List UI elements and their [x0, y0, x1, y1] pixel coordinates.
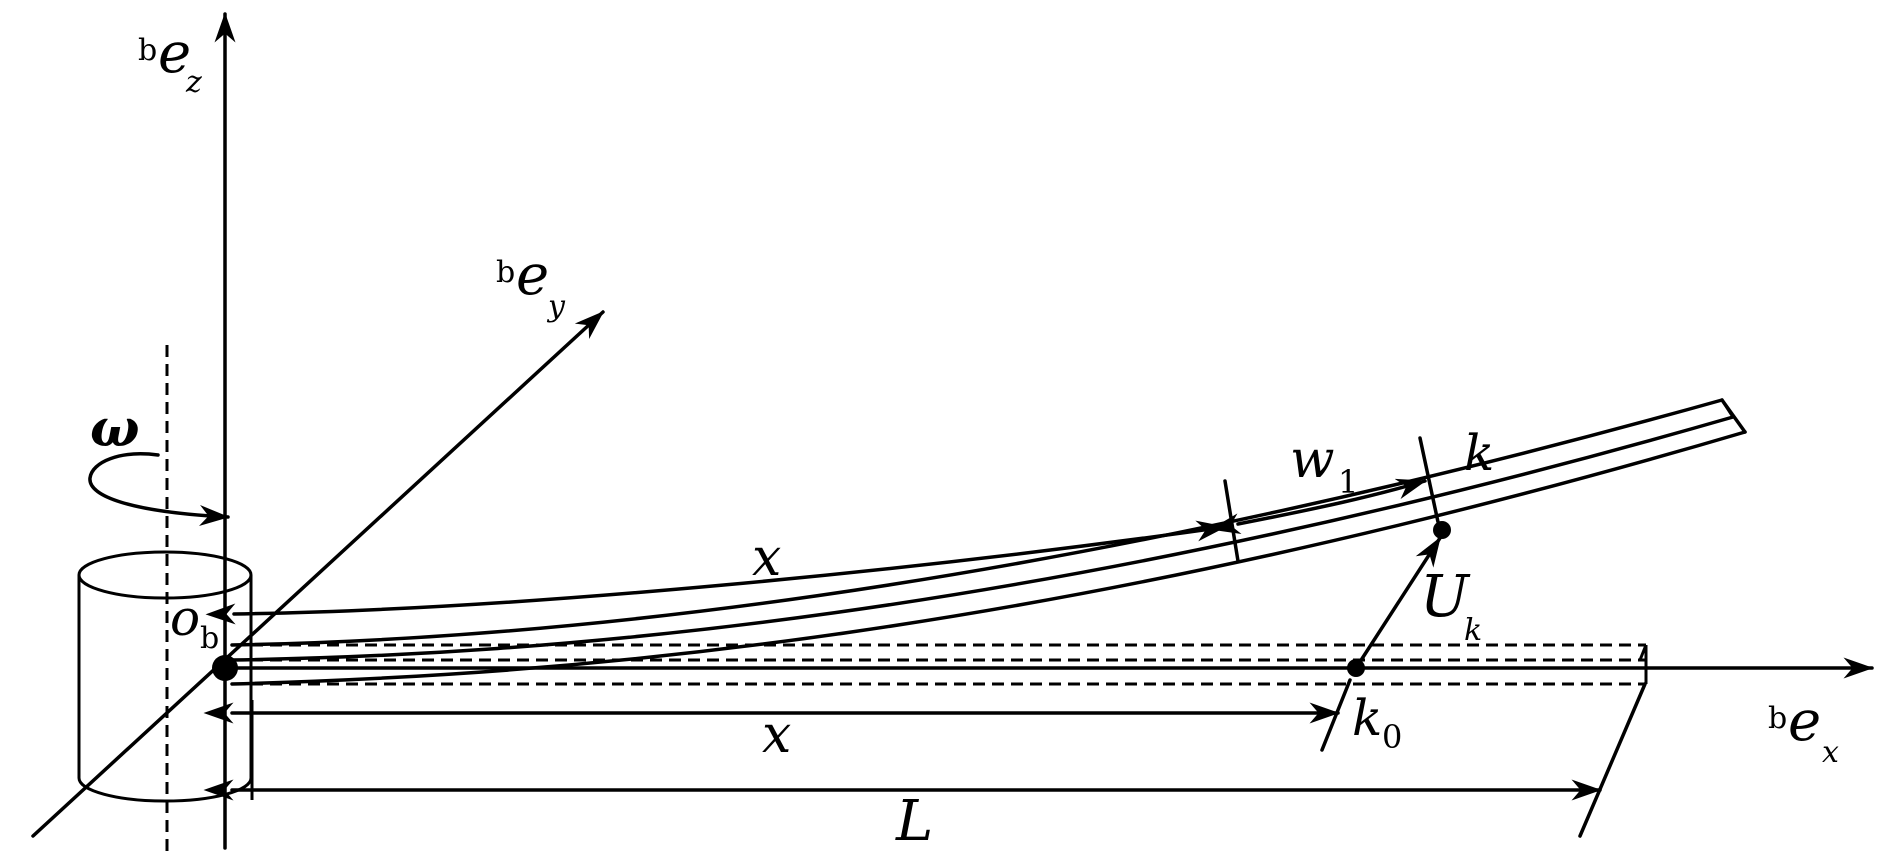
- w1-dimension-arrow: [1210, 478, 1427, 535]
- label-k0: k 0: [1352, 689, 1402, 756]
- omega-rotation-arrow: [88, 452, 230, 527]
- length-end-tick: [1578, 682, 1647, 838]
- label-z-axis: b e z: [138, 21, 202, 100]
- label-x-undeformed: x: [762, 705, 791, 765]
- svg-text:b: b: [1768, 701, 1787, 736]
- origin-point: [212, 655, 238, 681]
- deformed-x-dimension-arrow: [205, 520, 1227, 625]
- k-tick: [1418, 436, 1440, 524]
- svg-text:0: 0: [1382, 718, 1402, 756]
- label-x-axis: b e x: [1768, 689, 1839, 770]
- svg-text:k: k: [1352, 689, 1382, 747]
- svg-text:e: e: [1788, 689, 1821, 754]
- svg-text:1: 1: [1338, 463, 1358, 501]
- label-w1: w 1: [1290, 430, 1358, 501]
- svg-text:U: U: [1420, 562, 1471, 630]
- label-omega: ω: [90, 398, 140, 459]
- label-length: L: [895, 789, 933, 854]
- svg-text:b: b: [200, 621, 219, 656]
- y-axis: [31, 310, 605, 838]
- svg-text:b: b: [496, 255, 515, 290]
- svg-text:k: k: [1464, 613, 1482, 648]
- label-y-axis: b e y: [496, 243, 566, 324]
- svg-text:y: y: [546, 289, 566, 324]
- undeformed-beam-outline: [232, 643, 1648, 686]
- svg-text:z: z: [185, 65, 202, 100]
- k0-tick: [1320, 678, 1352, 752]
- svg-text:e: e: [158, 21, 191, 86]
- label-k: k: [1464, 424, 1494, 482]
- label-x-deformed: x: [752, 528, 781, 588]
- svg-text:x: x: [1822, 735, 1839, 770]
- displacement-vector-uk: [1354, 536, 1442, 670]
- svg-text:o: o: [170, 589, 200, 647]
- label-uk: U k: [1420, 562, 1482, 648]
- deformed-point-k: [1433, 521, 1451, 539]
- svg-text:b: b: [138, 33, 157, 68]
- svg-text:w: w: [1290, 430, 1335, 490]
- label-origin: o b: [170, 589, 219, 656]
- svg-text:e: e: [516, 243, 549, 308]
